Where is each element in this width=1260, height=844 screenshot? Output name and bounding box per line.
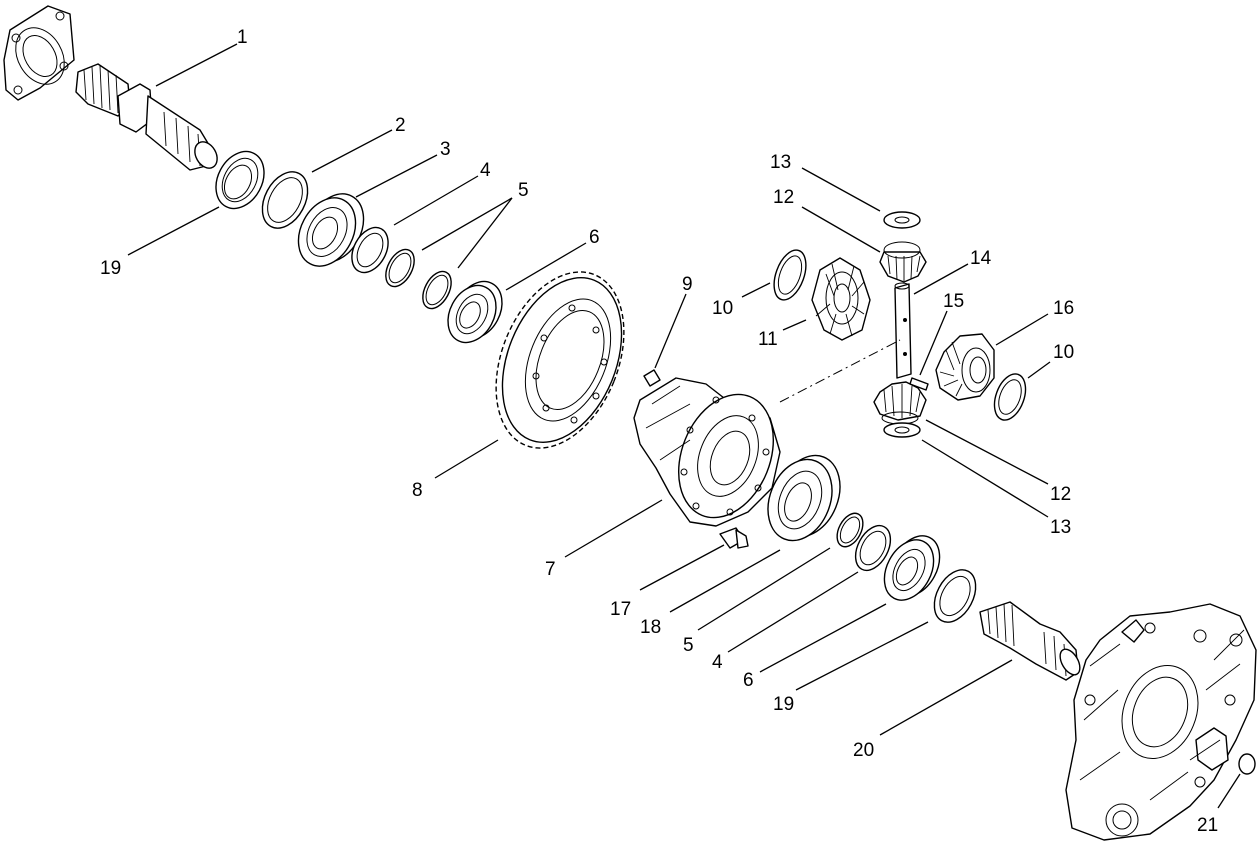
callout-4-upper: 4 [480,160,491,181]
part-1-input-shaft [75,63,218,171]
callout-19-left: 19 [100,258,121,279]
part-7-differential-case [633,377,781,527]
callout-15: 15 [943,291,964,312]
transmission-housing [1065,603,1257,841]
callout-5-lower: 5 [683,635,694,656]
callout-9: 9 [682,274,693,295]
callout-6-upper: 6 [589,227,600,248]
assembly-centerline [779,339,901,403]
part-13-thrust-washer-upper [883,211,921,229]
callout-labels: 1 2 3 4 5 6 19 9 8 7 13 12 10 11 14 15 1… [100,27,1218,836]
part-6-bearing-lower [883,535,941,601]
callout-10-left: 10 [712,298,733,319]
part-19-seal-left [215,150,265,210]
callout-20: 20 [853,740,874,761]
part-9-pin [643,369,661,387]
part-18-bearing [767,454,841,542]
part-16-side-gear [935,333,995,401]
leader-lines [127,43,1241,809]
part-13-thrust-washer-lower [883,422,921,438]
part-11-side-gear [811,257,871,341]
part-1-flange-housing [3,5,75,101]
callout-2: 2 [395,115,406,136]
callout-8: 8 [412,480,423,501]
part-4-ring-lower [854,524,892,572]
part-10-thrust-washer-left [773,249,807,301]
part-19-seal-right [933,569,977,623]
callout-12-lower: 12 [1050,484,1071,505]
callout-11: 11 [758,329,778,350]
callout-13-lower: 13 [1050,517,1071,538]
part-3-bearing [297,193,365,267]
part-8-ring-gear [495,271,625,449]
callout-16: 16 [1053,298,1074,319]
part-14-cross-shaft [894,282,912,379]
callout-3: 3 [440,139,451,160]
part-5-snap-ring-lower [836,512,864,548]
part-21-plug [1238,753,1256,775]
part-5-snap-ring-b [422,270,452,310]
callout-17: 17 [610,599,631,620]
callout-4-lower: 4 [712,652,723,673]
part-5-snap-ring-a [385,248,415,288]
callout-13-upper: 13 [770,152,791,173]
callout-19-right: 19 [773,694,794,715]
part-6-bearing-upper [447,280,503,344]
part-12-pinion-gear-lower [873,381,927,425]
part-15-roll-pin [909,377,929,391]
callout-12-upper: 12 [773,187,794,208]
part-17-bolt [719,527,749,549]
callout-10-right: 10 [1053,342,1074,363]
part-10-thrust-washer-right [993,373,1027,421]
callout-7: 7 [545,559,556,580]
part-2-shim [261,171,309,229]
part-20-output-shaft [979,601,1081,681]
callout-21: 21 [1197,815,1218,836]
callout-1: 1 [237,27,248,48]
callout-14: 14 [970,248,992,269]
callout-18: 18 [640,617,661,638]
callout-5-upper: 5 [518,180,529,201]
callout-6-lower: 6 [743,670,754,691]
part-4-ring-upper [351,226,389,274]
part-12-pinion-gear-upper [879,241,927,283]
